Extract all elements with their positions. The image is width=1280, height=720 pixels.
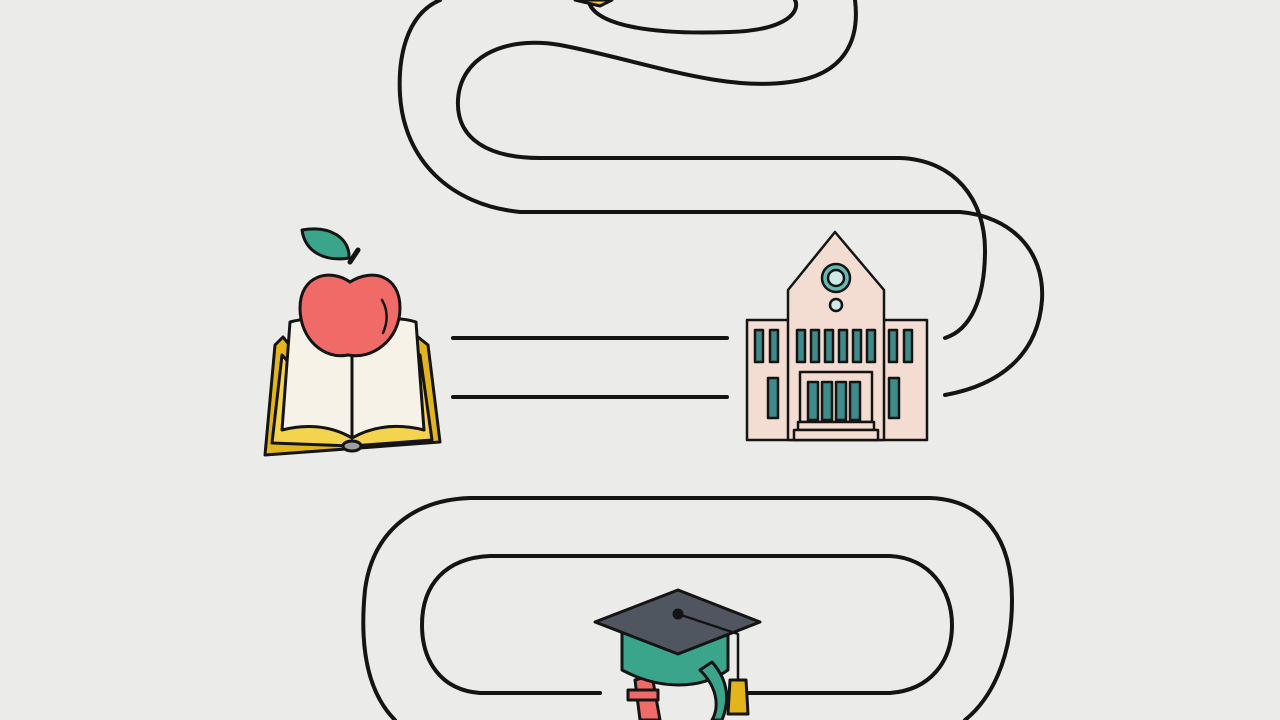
path-inner-top (588, 0, 799, 35)
winding-path (361, 0, 1045, 720)
path-outer-loop (361, 496, 1014, 720)
school-building-icon (745, 230, 929, 442)
path-inner-loop (420, 554, 954, 695)
apple-on-open-book-icon (263, 227, 442, 457)
graduation-cap-icon (593, 588, 762, 720)
path-inner-top-2 (455, 0, 987, 340)
path-outer-top (397, 0, 1045, 397)
pencil-tip-icon (573, 0, 614, 8)
